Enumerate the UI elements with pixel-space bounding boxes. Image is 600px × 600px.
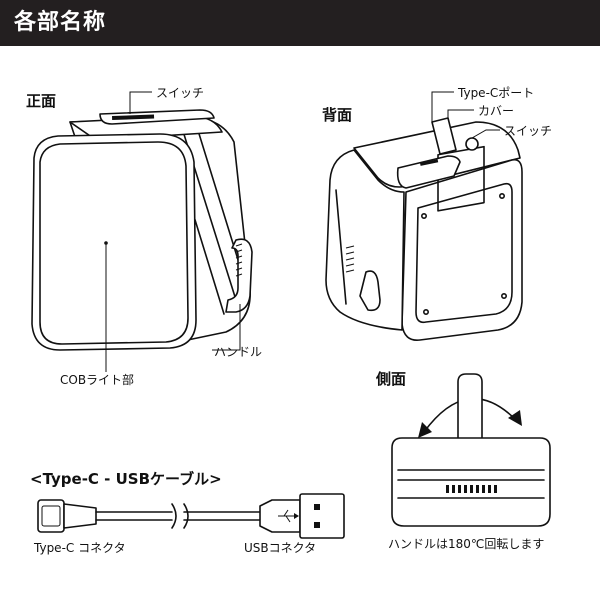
front-device	[31, 109, 253, 351]
front-handle-label: ハンドル	[214, 345, 262, 359]
front-cob-label: COBライト部	[60, 372, 134, 387]
cable-typec-label: Type-C コネクタ	[33, 541, 126, 555]
side-rotation-note: ハンドルは180℃回転します	[388, 537, 544, 551]
back-switch-label: スイッチ	[504, 124, 552, 138]
typec-usb-cable	[37, 493, 345, 539]
cable-title: <Type-C - USBケーブル>	[30, 470, 222, 488]
back-typec-label: Type-Cポート	[457, 86, 534, 100]
front-switch-label: スイッチ	[156, 86, 204, 100]
cable-usb-label: USBコネクタ	[244, 541, 316, 555]
page-title: 各部名称	[14, 10, 107, 35]
back-device	[325, 117, 523, 341]
back-heading: 背面	[322, 106, 352, 124]
header-bar: 各部名称	[0, 0, 600, 46]
side-device	[391, 373, 551, 527]
side-heading: 側面	[375, 370, 406, 388]
front-heading: 正面	[26, 92, 56, 110]
back-cover-label: カバー	[478, 104, 514, 118]
